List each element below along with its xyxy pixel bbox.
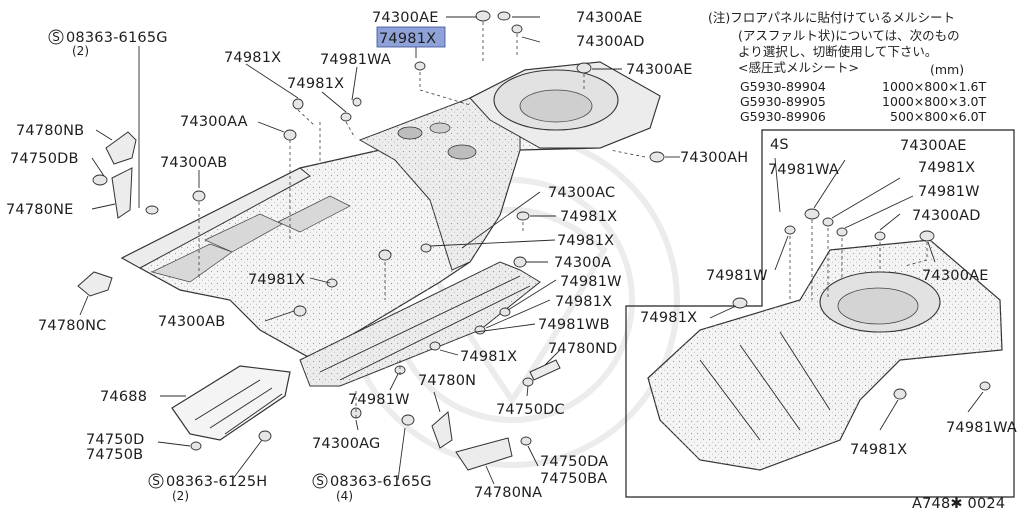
label-74300AB-bottom[interactable]: 74300AB	[158, 314, 225, 330]
inset-label-74981X[interactable]: 74981X	[918, 160, 975, 176]
label-08363-6125H[interactable]: 08363-6125H	[166, 474, 267, 490]
label-74750DB[interactable]: 74750DB	[10, 151, 79, 167]
install-lines	[198, 22, 646, 418]
label-74981X-c[interactable]: 74981X	[560, 209, 617, 225]
inset-label-74981WA[interactable]: 74981WA	[768, 162, 839, 178]
label-qty-s2: (2)	[172, 489, 189, 503]
inset-label-74300AD[interactable]: 74300AD	[912, 208, 981, 224]
label-74981X-g[interactable]: 74981X	[248, 272, 305, 288]
heat-insulator-74688	[171, 365, 291, 441]
label-74750B[interactable]: 74750B	[86, 447, 143, 463]
label-74981WB[interactable]: 74981WB	[538, 317, 610, 333]
inset-4s-panel	[625, 129, 1015, 498]
bracket-74780NB	[105, 131, 137, 165]
label-74981W-b[interactable]: 74981W	[348, 392, 410, 408]
label-74300AE-topright[interactable]: 74300AE	[576, 10, 643, 26]
screw-s1[interactable]: S	[48, 29, 64, 45]
label-74780NC[interactable]: 74780NC	[38, 318, 107, 334]
note-block: (注)フロアパネルに貼付けているメルシート (アスファルト状)については、次のも…	[708, 10, 987, 124]
label-74300AC[interactable]: 74300AC	[548, 185, 615, 201]
label-74981X-d[interactable]: 74981X	[557, 233, 614, 249]
label-74688[interactable]: 74688	[100, 389, 147, 405]
inset-label-74981W[interactable]: 74981W	[918, 184, 980, 200]
label-74300AE-right[interactable]: 74300AE	[626, 62, 693, 78]
label-74300AG[interactable]: 74300AG	[312, 436, 380, 452]
label-74981X-a[interactable]: 74981X	[224, 50, 281, 66]
bracket-74780NA	[455, 437, 513, 471]
note-row-2-part: G5930-89905	[740, 94, 826, 109]
label-74981X-b[interactable]: 74981X	[287, 76, 344, 92]
small-parts	[77, 131, 561, 471]
leader-lines	[79, 16, 680, 485]
svg-text:S: S	[152, 474, 160, 488]
diagram-code: A748✱ 0024	[912, 496, 1005, 510]
label-08363-6165G-bottom[interactable]: 08363-6165G	[330, 474, 432, 490]
label-74300AE-top[interactable]: 74300AE	[372, 10, 439, 26]
label-74981WA[interactable]: 74981WA	[320, 52, 391, 68]
label-qty-top: (2)	[72, 44, 89, 58]
label-qty-s3: (4)	[336, 489, 353, 503]
label-74750BA[interactable]: 74750BA	[540, 471, 607, 487]
label-74981X-highlighted[interactable]: 74981X	[379, 31, 436, 47]
note-line-1: (注)フロアパネルに貼付けているメルシート	[708, 10, 955, 25]
inset-title: 4S	[770, 137, 789, 153]
bracket-74780ND	[529, 359, 561, 381]
inset-label-74981X-3[interactable]: 74981X	[850, 442, 907, 458]
label-74750DC[interactable]: 74750DC	[496, 402, 565, 418]
inset-label-74981WA-2[interactable]: 74981WA	[946, 420, 1017, 436]
label-08363-6165G-top[interactable]: 08363-6165G	[66, 30, 168, 46]
bracket-74780NE	[111, 167, 133, 219]
note-row-2-size: 1000×800×3.0T	[882, 94, 986, 109]
note-row-3-size: 500×800×6.0T	[890, 109, 987, 124]
inset-label-74300AE[interactable]: 74300AE	[900, 138, 967, 154]
label-74300AB-top[interactable]: 74300AB	[160, 155, 227, 171]
svg-text:S: S	[52, 30, 60, 44]
screw-s2[interactable]: S	[148, 473, 164, 489]
label-74780NA[interactable]: 74780NA	[474, 485, 542, 501]
svg-text:S: S	[316, 474, 324, 488]
inset-label-74981X-2[interactable]: 74981X	[640, 310, 697, 326]
label-74750DA[interactable]: 74750DA	[540, 454, 608, 470]
label-74300AH[interactable]: 74300AH	[680, 150, 748, 166]
note-row-1-part: G5930-89904	[740, 79, 826, 94]
label-74780N[interactable]: 74780N	[418, 373, 476, 389]
main-floor-panel	[120, 61, 661, 387]
label-74750D[interactable]: 74750D	[86, 432, 145, 448]
note-unit: (mm)	[930, 62, 964, 77]
note-row-3-part: G5930-89906	[740, 109, 826, 124]
inset-label-74981W-2[interactable]: 74981W	[706, 268, 768, 284]
label-74780ND[interactable]: 74780ND	[548, 341, 618, 357]
label-74300AA[interactable]: 74300AA	[180, 114, 248, 130]
screw-s3[interactable]: S	[312, 473, 328, 489]
label-74300AD[interactable]: 74300AD	[576, 34, 645, 50]
bracket-74780NC	[77, 271, 113, 297]
bracket-74780N	[431, 411, 453, 449]
label-74780NE[interactable]: 74780NE	[6, 202, 74, 218]
note-row-1-size: 1000×800×1.6T	[882, 79, 986, 94]
note-line-3: より選択し、切断使用して下さい。	[738, 44, 937, 59]
label-74981X-e[interactable]: 74981X	[555, 294, 612, 310]
label-74300A[interactable]: 74300A	[554, 255, 611, 271]
note-line-2: (アスファルト状)については、次のもの	[738, 28, 960, 43]
label-74780NB[interactable]: 74780NB	[16, 123, 84, 139]
label-74981X-f[interactable]: 74981X	[460, 349, 517, 365]
panel-plugs	[192, 10, 665, 419]
note-heading: <感圧式メルシート>	[738, 60, 859, 75]
label-74981W-a[interactable]: 74981W	[560, 274, 622, 290]
inset-label-74300AE-2[interactable]: 74300AE	[922, 268, 989, 284]
highlight-selected-part[interactable]	[376, 26, 446, 48]
